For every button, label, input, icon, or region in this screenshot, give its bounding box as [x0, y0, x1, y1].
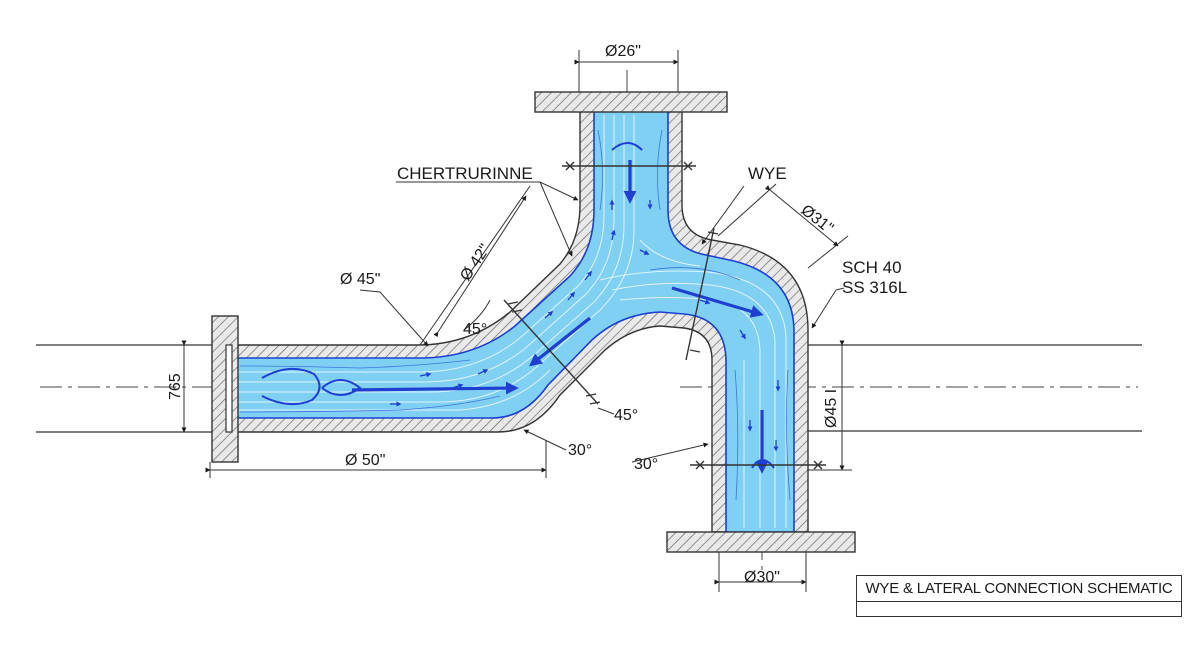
- text-labels: CHERTRURINNE WYE SCH 40 SS 316L Ø26" Ø31…: [167, 43, 907, 586]
- flanges: [211, 91, 856, 553]
- bottom-flange: [666, 531, 856, 553]
- chert-label: CHERTRURINNE: [397, 164, 533, 183]
- top-dia-text: Ø26": [605, 43, 641, 60]
- angle-upper-text: 45°: [463, 321, 487, 338]
- weld-symbols: [503, 161, 826, 470]
- angle-right-text: 30°: [634, 456, 658, 473]
- title-block: WYE & LATERAL CONNECTION SCHEMATIC: [856, 575, 1182, 617]
- left-flange: [211, 315, 239, 463]
- left-height-text: 765: [167, 373, 184, 400]
- dimension-lines: [176, 50, 852, 592]
- streamlines-dark: [239, 129, 791, 501]
- angle-left-text: 30°: [568, 442, 592, 459]
- right-dia-text: Ø31": [798, 202, 837, 238]
- flow-region: [229, 109, 795, 533]
- top-flange: [534, 91, 728, 113]
- title-block-text: WYE & LATERAL CONNECTION SCHEMATIC: [857, 576, 1181, 602]
- wye-label: WYE: [748, 164, 787, 183]
- flange-faces: [225, 344, 233, 433]
- sch-label: SCH 40: [842, 258, 902, 277]
- diag-dia-text: Ø 42": [457, 241, 494, 284]
- scatter-arrows: [390, 199, 781, 452]
- bottom-len-text: Ø 50": [345, 452, 385, 469]
- angle-lower-text: 45°: [614, 407, 638, 424]
- material-label: SS 316L: [842, 278, 907, 297]
- left-dia-text: Ø 45": [340, 271, 380, 288]
- flow-arrows: [351, 160, 769, 474]
- bottom-dia-text: Ø30": [744, 569, 780, 586]
- right-vertical-text: Ø45 I: [823, 389, 840, 428]
